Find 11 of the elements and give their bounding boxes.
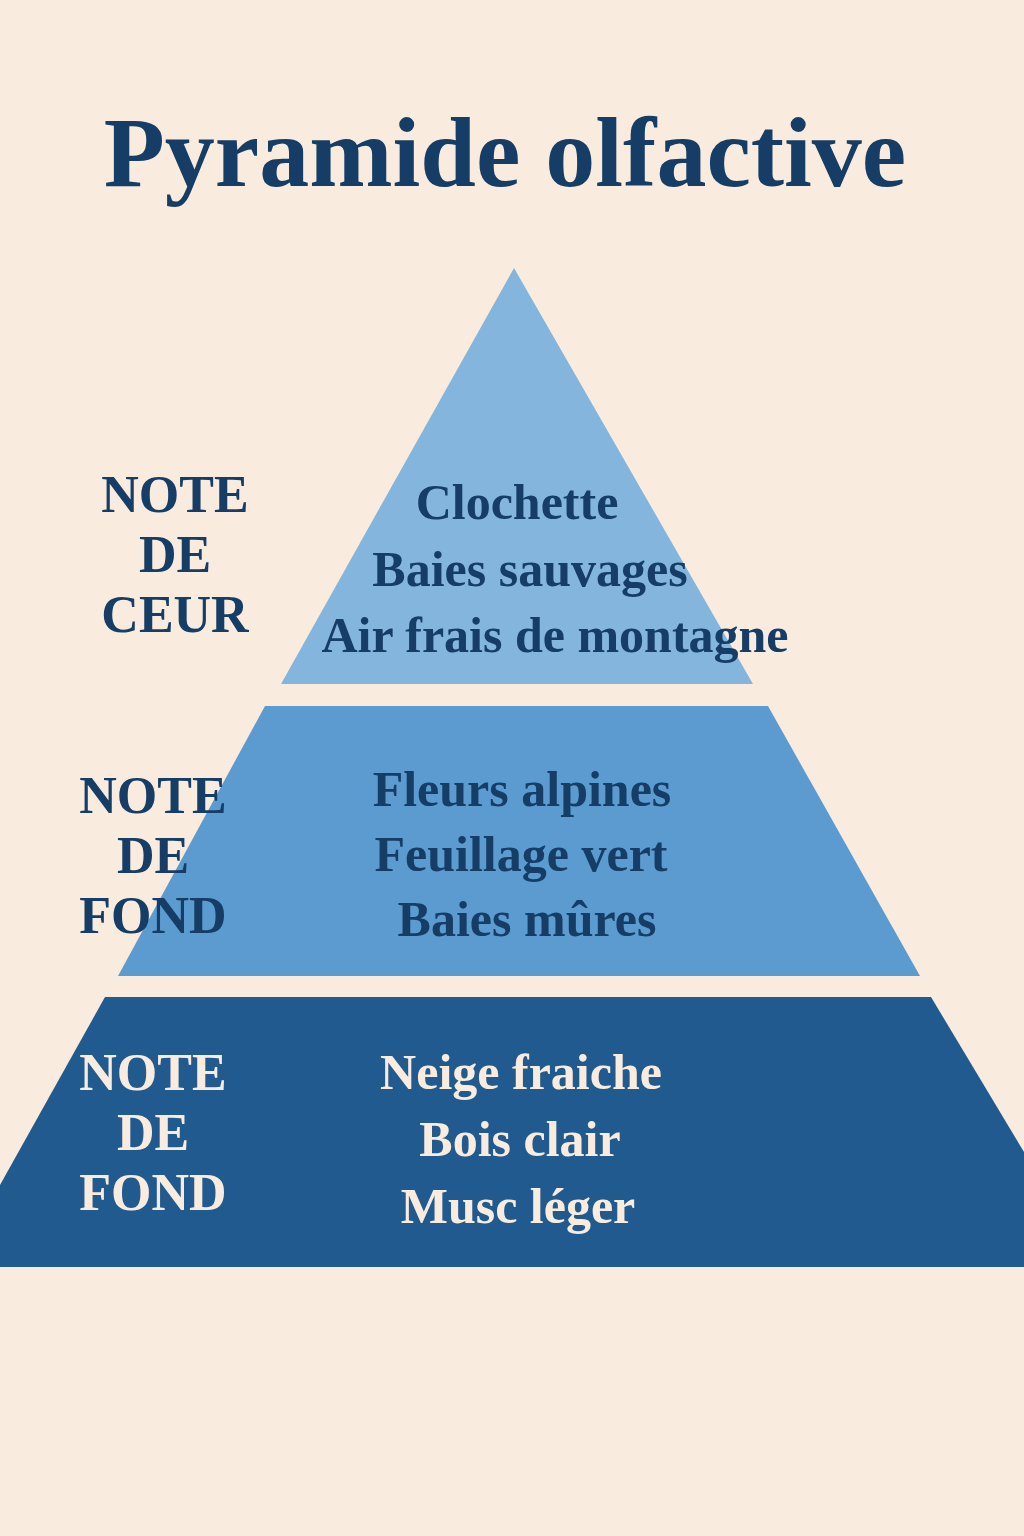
fragrance-note: Fleurs alpines bbox=[372, 761, 672, 819]
fragrance-note: Bois clair bbox=[419, 1111, 621, 1169]
tier-heading: NOTE DE CEUR bbox=[101, 465, 249, 645]
fragrance-note: Baies sauvages bbox=[372, 541, 688, 599]
fragrance-note: Musc léger bbox=[400, 1178, 636, 1236]
pyramid-tier bbox=[0, 997, 1024, 1267]
tier-heading: NOTE DE FOND bbox=[79, 1043, 227, 1223]
fragrance-note: Clochette bbox=[415, 474, 619, 532]
fragrance-note: Neige fraiche bbox=[380, 1044, 662, 1102]
fragrance-note: Feuillage vert bbox=[374, 826, 668, 884]
fragrance-note: Baies mûres bbox=[397, 891, 657, 949]
